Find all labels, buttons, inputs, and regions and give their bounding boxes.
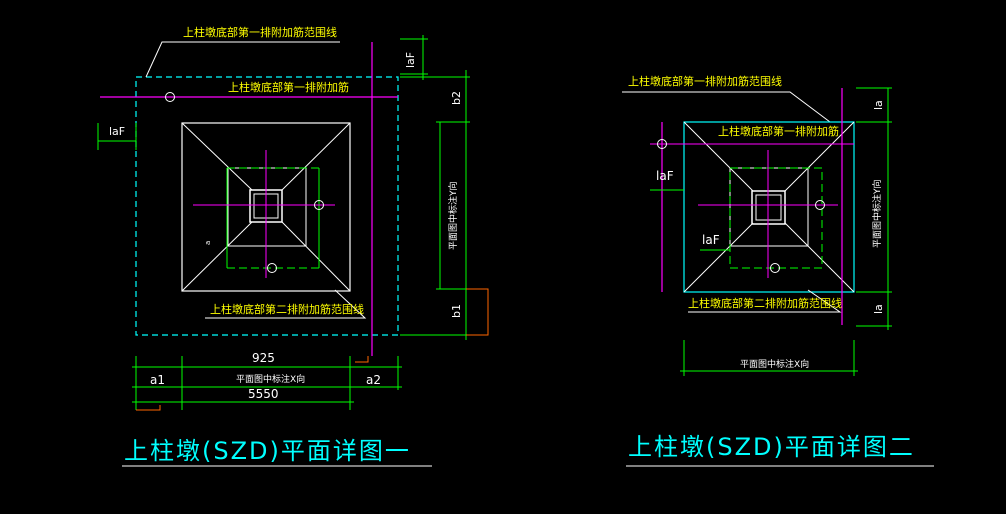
detail1-dim-925: 925 <box>252 351 275 365</box>
detail1-label-top-rebar: 上柱墩底部第一排附加筋 <box>228 80 349 94</box>
detail1-label-top-boundary: 上柱墩底部第一排附加筋范围线 <box>183 25 337 39</box>
detail2-diagonal <box>683 121 754 192</box>
detail2-leader-top <box>622 91 831 123</box>
detail2-label-top-rebar: 上柱墩底部第一排附加筋 <box>718 124 839 138</box>
detail1-title: 上柱墩(SZD)平面详图一 <box>124 437 411 465</box>
detail1-dim-a1: a1 <box>150 373 165 387</box>
detail1-dim-b1: b1 <box>450 304 463 318</box>
detail2-laf-left: laF <box>656 169 674 183</box>
detail1-diagonal <box>181 122 253 191</box>
detail1-x-dir-label: 平面图中标注X向 <box>236 373 305 385</box>
detail2-rebar-circle <box>657 139 667 149</box>
detail2-dim-la-bottom: la <box>872 304 885 314</box>
detail1-leader-top <box>145 41 340 78</box>
detail-1 <box>97 35 489 467</box>
detail1-dim-b2: b2 <box>450 91 463 105</box>
detail2-pier-outer <box>683 121 855 293</box>
detail2-dim-la-top: la <box>872 100 885 110</box>
detail1-orange-mark <box>355 356 369 363</box>
detail-2 <box>622 87 934 467</box>
detail1-laf-top: laF <box>404 52 417 68</box>
detail1-orange-mark <box>136 405 161 411</box>
detail1-small-a: a <box>204 241 212 245</box>
detail2-y-dir-label: 平面图中标注Y向 <box>871 180 883 249</box>
detail1-diagonal <box>281 122 351 191</box>
detail1-laf-left: laF <box>109 125 125 138</box>
detail1-label-bottom-boundary: 上柱墩底部第二排附加筋范围线 <box>210 302 364 316</box>
detail2-x-dir-label: 平面图中标注X向 <box>740 358 809 370</box>
detail1-orange-bracket <box>466 288 489 336</box>
detail2-label-top-boundary: 上柱墩底部第一排附加筋范围线 <box>628 74 782 88</box>
detail1-outer-boundary <box>135 76 399 336</box>
detail1-dim-5550: 5550 <box>248 387 279 401</box>
detail1-diagonal <box>181 221 253 292</box>
detail2-diagonal <box>784 222 855 293</box>
detail2-title: 上柱墩(SZD)平面详图二 <box>628 433 915 461</box>
detail1-dim-a2: a2 <box>366 373 381 387</box>
detail1-rebar-circle <box>165 92 175 102</box>
detail1-rebar-circle <box>314 200 324 210</box>
detail2-leader-bottom <box>688 289 842 313</box>
detail2-laf-inner: laF <box>702 233 720 247</box>
detail1-pier-outer <box>181 122 351 292</box>
detail2-rebar-circle <box>770 263 780 273</box>
detail1-rebar-circle <box>267 263 277 273</box>
detail2-rebar-circle <box>815 200 825 210</box>
detail2-diagonal <box>683 222 754 293</box>
detail1-leader-bottom <box>205 289 367 319</box>
detail2-label-bottom-boundary: 上柱墩底部第二排附加筋范围线 <box>688 296 842 310</box>
detail1-y-dir-label: 平面图中标注Y向 <box>447 182 459 251</box>
detail1-diagonal <box>281 221 351 292</box>
